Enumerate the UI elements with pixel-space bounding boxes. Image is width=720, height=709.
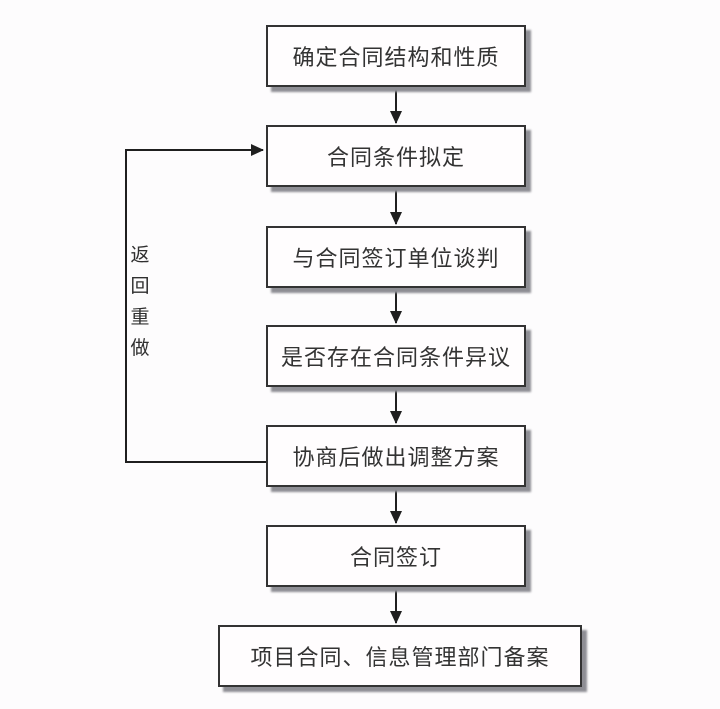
flow-node-sign-contract: 合同签订 xyxy=(266,525,526,587)
flow-node-determine-structure: 确定合同结构和性质 xyxy=(266,25,526,87)
flow-node-objection-check: 是否存在合同条件异议 xyxy=(266,325,526,387)
connector-feedback-loop xyxy=(125,144,266,463)
flow-node-department-filing: 项目合同、信息管理部门备案 xyxy=(218,625,582,687)
flow-node-negotiate-with-signer: 与合同签订单位谈判 xyxy=(266,226,526,288)
feedback-loop-label: 返回重做 xyxy=(130,245,150,359)
flow-node-adjustment-plan: 协商后做出调整方案 xyxy=(266,425,526,487)
flow-node-draft-conditions: 合同条件拟定 xyxy=(266,125,526,187)
